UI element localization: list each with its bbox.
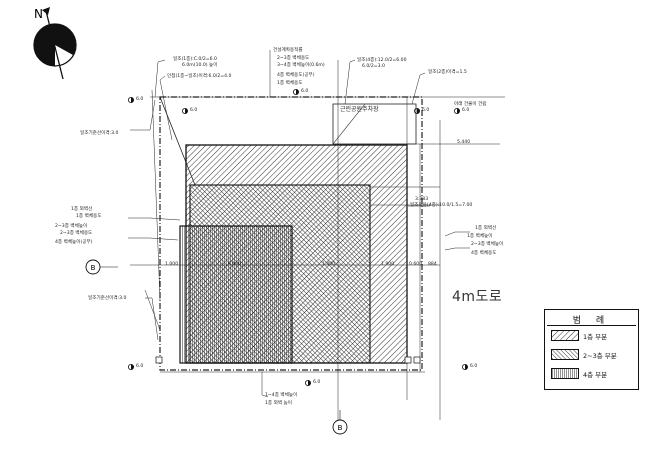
top-right-callout-2: 6.0/2=3.0 — [362, 64, 385, 69]
road-label: 4m도로 — [452, 289, 503, 305]
legend-title: 범 례 — [572, 316, 611, 326]
parking-box — [332, 103, 417, 145]
legend-label-3: 4층 부분 — [583, 371, 608, 379]
top-right-callout-1: 일조(4층):12.0/2=6.00 — [357, 58, 407, 63]
parking-label: 근린공원주차장 — [340, 106, 379, 113]
top-right-callout-3: 일조(2층)이격=1.5 — [428, 70, 467, 75]
entry-marker-left: B — [85, 259, 118, 275]
legend-box: 범 례 1층 부분 2~3층 부분 4층 부분 — [544, 309, 639, 390]
left-lower-callout: 일조기준선이격:3.0 — [88, 296, 127, 301]
right-middle-callout: 일조적용(4층):10.0/1.5=7.00 — [410, 203, 473, 208]
svg-text:B: B — [91, 264, 96, 272]
top-left-callout-3: 인접(1층~일조)이격:6.0/2=4.0 — [167, 74, 232, 79]
dim-3: 1.400 — [322, 262, 336, 267]
dim-4: 1.900 — [381, 262, 395, 267]
north-letter: N — [34, 7, 43, 21]
dim-right-upper: 5.440 — [457, 140, 471, 145]
elevation-marks — [128, 89, 468, 386]
elev-label-3: 6.0 — [301, 89, 309, 94]
floor-4-area — [179, 225, 293, 364]
bottom-callout-1: 1~4층 벽체높이 — [265, 393, 298, 398]
svg-text:B: B — [338, 424, 343, 432]
top-center-callout-4: 4층 벽체용도(공부) — [277, 73, 315, 78]
top-left-callout-1: 일조(1층):C.0/2=6.0 — [173, 57, 217, 62]
elev-label-5: 6.0 — [462, 108, 470, 113]
dim-2: 9.000 — [228, 262, 242, 267]
right-lower-callout-2: 1층 벽체높이 — [467, 234, 493, 239]
dim-right-middle: 3.383 — [415, 197, 429, 202]
top-center-callout-1: 건설계획용적률 — [273, 48, 303, 53]
legend-swatch-3 — [551, 368, 579, 379]
legend-swatch-1 — [551, 330, 579, 341]
dim-6: 884 — [428, 262, 437, 267]
north-arrow: N — [33, 7, 77, 79]
right-lower-callout-4: 4층 벽체용도 — [471, 251, 497, 256]
legend-divider — [547, 325, 636, 326]
elev-label-4: 6.0 — [422, 108, 430, 113]
top-center-callout-2: 2~3층 벽체용도 — [277, 56, 310, 61]
left-middle-callout-4: 2~3층 벽체용도 — [60, 231, 93, 236]
dim-5: 0.600 — [409, 262, 423, 267]
legend-item-2: 2~3층 부분 — [551, 349, 633, 360]
elev-label-1: 6.0 — [136, 97, 144, 102]
elev-label-7: 6.0 — [313, 380, 321, 385]
right-lower-callout-1: 1층 외벽선 — [475, 226, 497, 231]
legend-item-3: 4층 부분 — [551, 368, 633, 379]
elev-label-6: 6.0 — [136, 364, 144, 369]
site-boundary — [159, 96, 423, 371]
top-left-callout-2: 6.0m(10.0) 높이 — [182, 63, 218, 68]
elev-label-2: 6.0 — [190, 108, 198, 113]
left-middle-callout-1: 1층 외벽선 — [71, 207, 93, 212]
top-center-callout-5: 1층 벽체용도 — [277, 81, 303, 86]
right-note: 아래 건물이 건립 — [454, 102, 487, 107]
dim-1: 1.000 — [165, 262, 179, 267]
left-middle-callout-5: 4층 벽체높이(공부) — [55, 240, 93, 245]
legend-label-2: 2~3층 부분 — [583, 352, 617, 360]
left-middle-callout-2: 1층 벽체용도 — [76, 214, 102, 219]
left-upper-callout: 일조기준선이격:3.0 — [80, 131, 119, 136]
bottom-callout-2: 1층 외벽 높이 — [265, 401, 292, 406]
entry-marker-bottom: B — [332, 410, 348, 435]
legend-item-1: 1층 부분 — [551, 330, 633, 341]
legend-label-1: 1층 부분 — [583, 333, 608, 341]
legend-swatch-2 — [551, 349, 579, 360]
right-lower-callout-3: 2~3층 벽체높이 — [471, 242, 504, 247]
top-center-callout-3: 3~4층 벽체높이(0.6m) — [277, 63, 325, 68]
left-middle-callout-3: 2~3층 벽체높이 — [55, 224, 88, 229]
elev-label-8: 6.0 — [470, 364, 478, 369]
